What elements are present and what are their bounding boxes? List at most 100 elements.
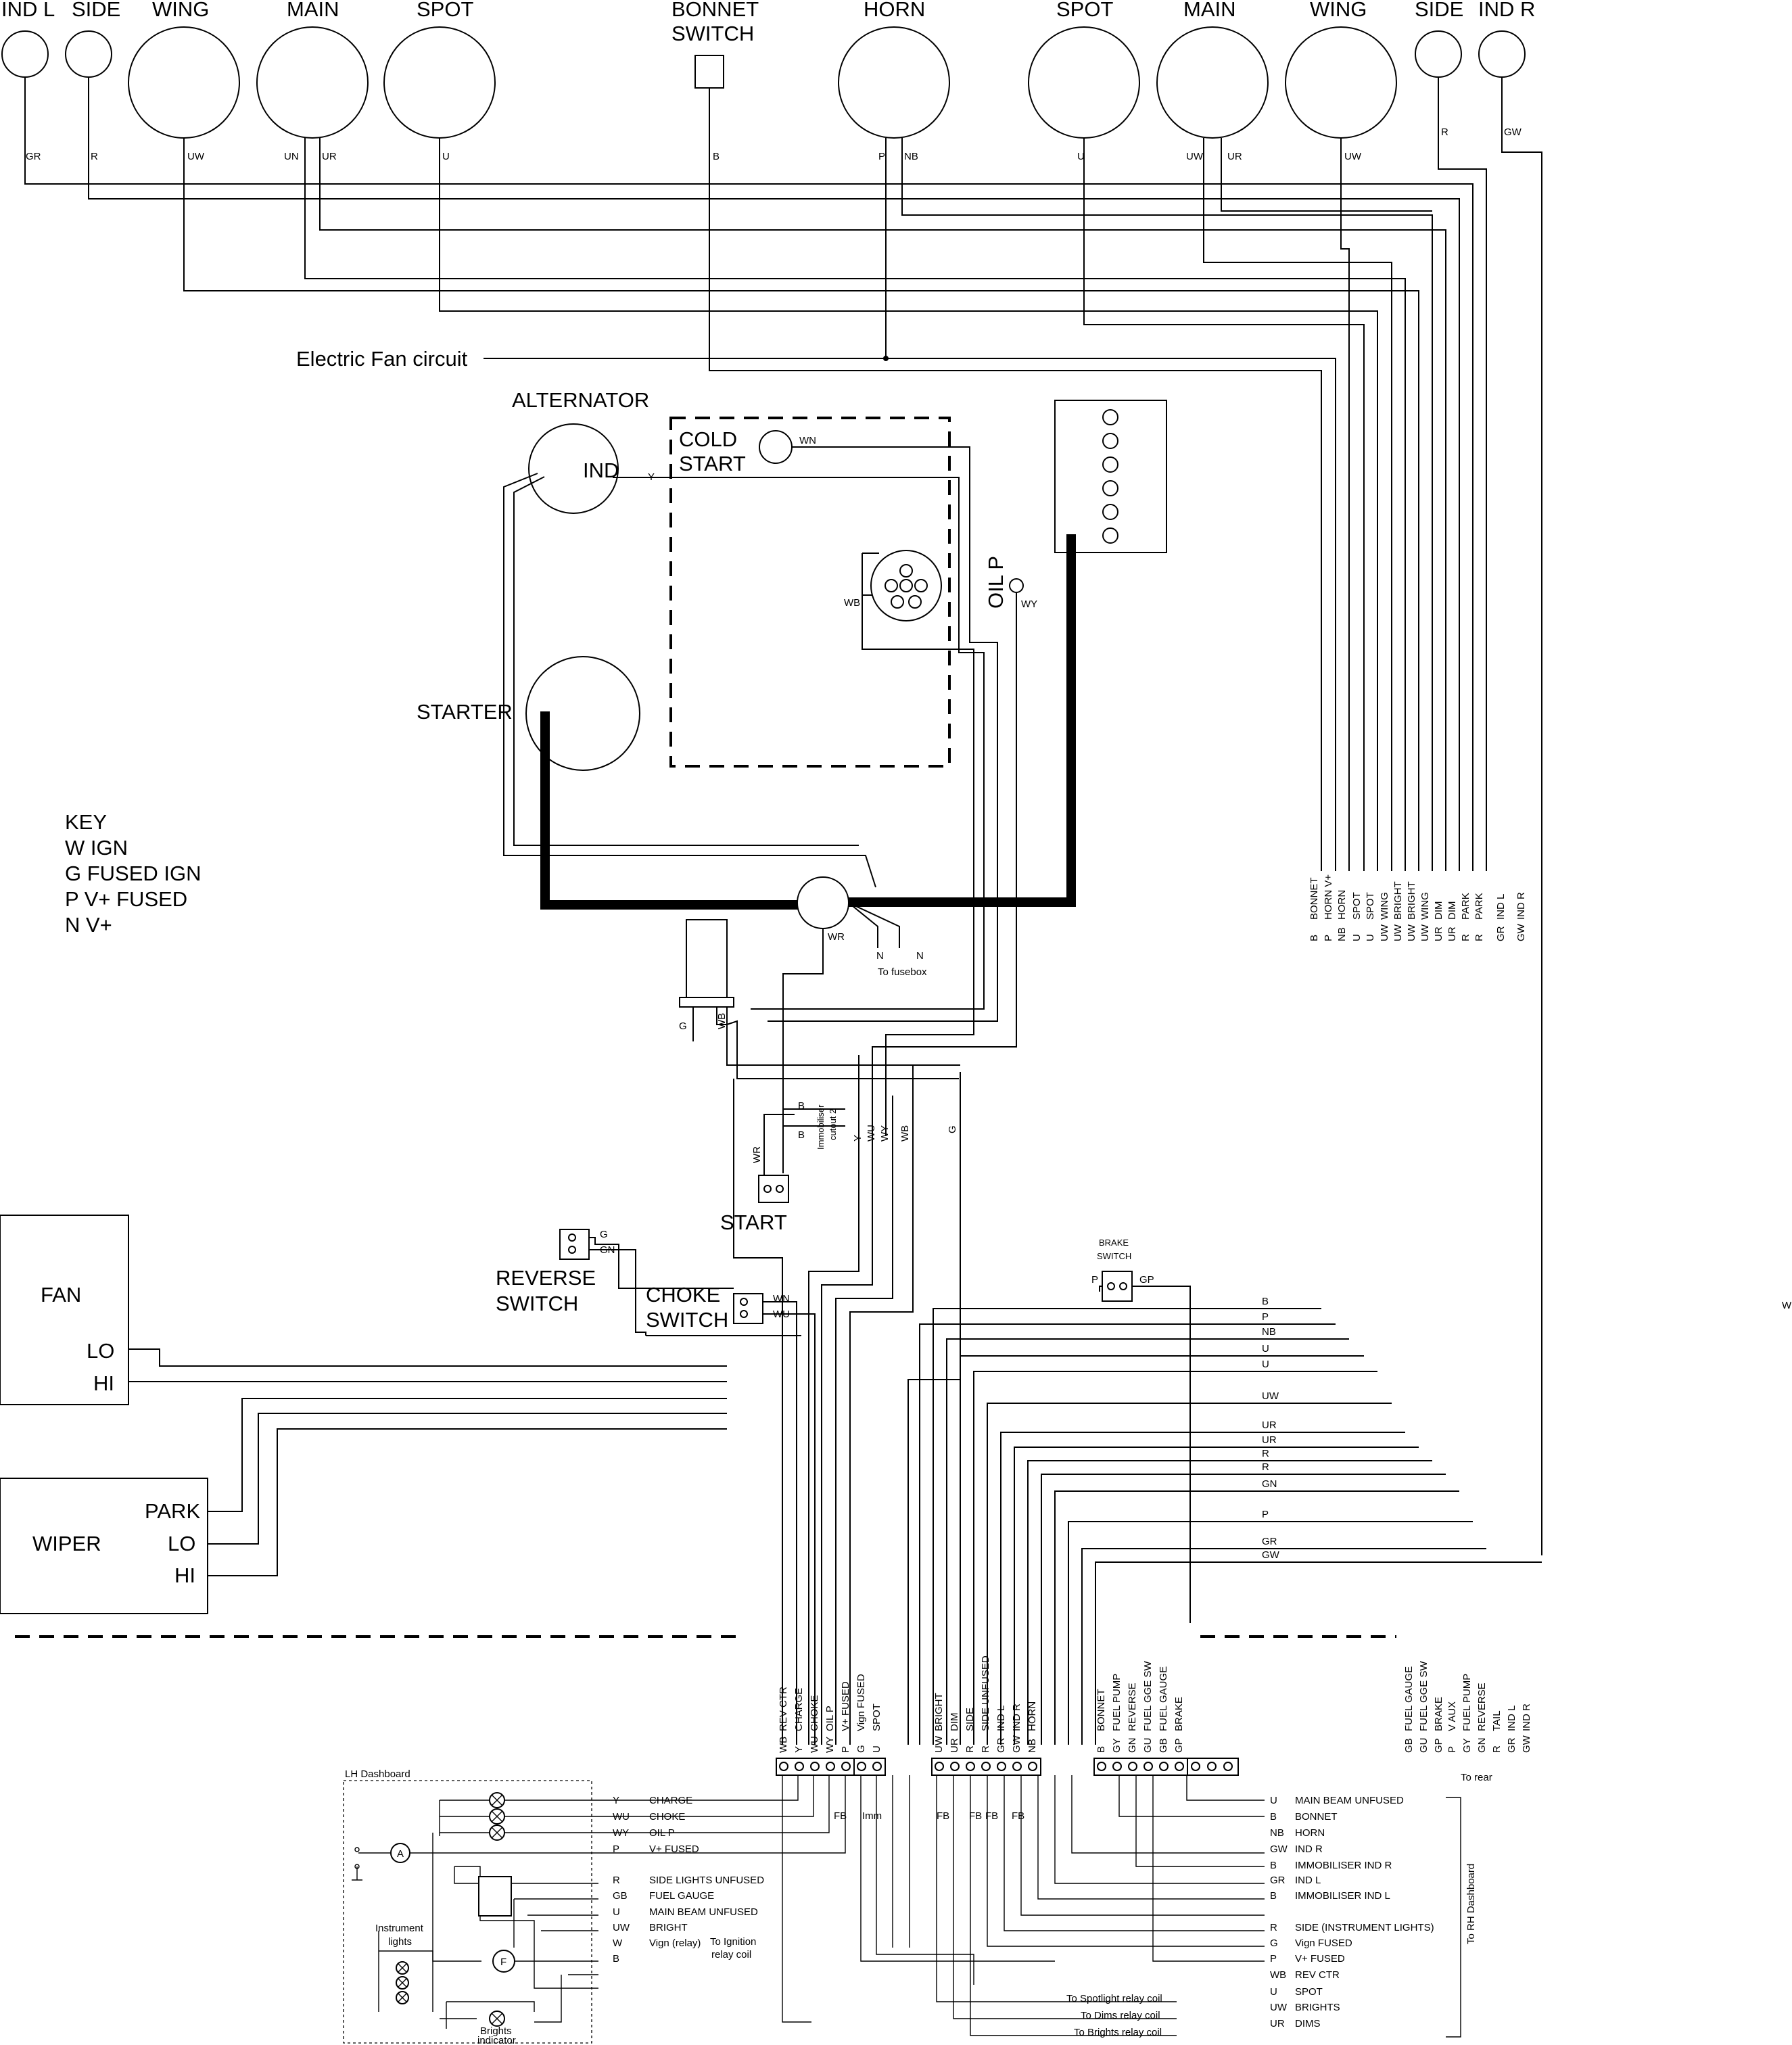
harness-wire-color: R [1473, 934, 1485, 941]
harness-wire-color: P [1323, 935, 1334, 941]
rh-wire-function: MAIN BEAM UNFUSED [1295, 1795, 1404, 1806]
ind-r-lamp [1478, 30, 1526, 78]
lh-wire-color: U [613, 1906, 620, 1918]
terminal-wire-color: R [964, 1745, 976, 1753]
harness-wire-function: HORN V+ [1323, 874, 1334, 920]
terminal [1128, 1762, 1137, 1771]
rear-wire-color: GR [1506, 1737, 1517, 1753]
brights-indicator-label-1: Brights [480, 2025, 512, 2037]
wire-label: WR [828, 931, 845, 943]
side-r-lamp [1415, 30, 1462, 78]
terminal-wire-function: HORN [1027, 1701, 1038, 1731]
lh-wire-color: GB [613, 1890, 628, 1902]
fan-motor: FAN LO HI [0, 1215, 129, 1405]
terminal-wire-color: GB [1158, 1738, 1169, 1753]
terminal-wire-function: REV CTR [778, 1687, 789, 1731]
wire-nb-horn [901, 138, 1433, 871]
wire-uw-main-r [1203, 138, 1392, 871]
wire-ur-main-r [1221, 138, 1432, 212]
harness-wire-function: IND R [1515, 892, 1527, 920]
terminal-wire-function: BRIGHT [933, 1693, 945, 1731]
lh-wire-function: MAIN BEAM UNFUSED [649, 1906, 758, 1918]
instrument-lights-label-2: lights [388, 1936, 412, 1948]
wire-gw-right [1501, 77, 1542, 1555]
trunk-wire-label: GW [1262, 1549, 1280, 1561]
terminal [810, 1762, 820, 1771]
harness-wire-color: U [1365, 934, 1376, 941]
wire-u-spot-r [1083, 138, 1365, 871]
horn [838, 26, 950, 139]
brake-switch-label-2: SWITCH [1097, 1251, 1131, 1261]
key-legend: KEY W IGN G FUSED IGN P V+ FUSED N V+ [65, 810, 202, 937]
fb-label: Imm [862, 1810, 882, 1822]
wire-wr-solenoid [782, 929, 824, 1173]
wire-label: U [442, 151, 450, 162]
key-line: G FUSED IGN [65, 862, 202, 885]
wing-r-label: WING [1310, 0, 1367, 21]
wire-alt-to-solenoid [503, 473, 876, 888]
rear-wire-color: GW [1521, 1735, 1532, 1753]
harness-wire-color: UR [1433, 926, 1444, 941]
relay-notes: To Spotlight relay coil To Dims relay co… [1066, 1993, 1162, 2038]
key-line: N V+ [65, 913, 112, 937]
front-lamps [1, 26, 1526, 139]
terminal [872, 1762, 882, 1771]
terminal-wire-function: IND L [995, 1706, 1007, 1731]
to-ign-relay-label-1: To Ignition [710, 1936, 756, 1948]
terminal-wire-color: GY [1111, 1738, 1123, 1753]
wing-l-label: WING [152, 0, 209, 21]
wire-wb-dist [862, 595, 974, 1136]
rh-wire-function: V+ FUSED [1295, 1953, 1345, 1965]
terminal-wire-color: UR [949, 1738, 960, 1753]
engine-bay: ALTERNATOR IND Y COLD START WN WB OIL P … [417, 388, 1167, 1173]
harness-wire-color: R [1460, 934, 1471, 941]
rear-wire-color: R [1491, 1745, 1503, 1753]
choke-switch-label-1: CHOKE [646, 1283, 720, 1307]
harness-wire-function: BONNET [1308, 877, 1320, 920]
rh-wire-function: IND L [1295, 1875, 1321, 1886]
terminal [1159, 1762, 1169, 1771]
trunk-wire [960, 1355, 1364, 1745]
main-r-lamp [1156, 26, 1269, 139]
terminal [1175, 1762, 1184, 1771]
wire-gr [24, 77, 1473, 871]
rh-wire-function: SPOT [1295, 1986, 1323, 1998]
trunk-wire-label: P [1262, 1509, 1269, 1520]
wire-label: WB [844, 597, 860, 609]
rear-wire-function: V AUX [1446, 1701, 1458, 1731]
fb-label: FB [1012, 1810, 1024, 1822]
terminal-blocks [776, 1758, 1239, 1776]
rear-wire-function: FUEL GAUGE [1403, 1666, 1415, 1731]
terminal-wire-color: WB [778, 1737, 789, 1753]
stray-w-label: W [1782, 1300, 1792, 1311]
to-ign-relay-label-2: relay coil [711, 1949, 751, 1960]
wiper-label: WIPER [32, 1532, 101, 1555]
choke-switch-label-2: SWITCH [646, 1308, 728, 1332]
terminal-wire-color: UW [933, 1735, 945, 1753]
terminal-wire-function: SIDE [964, 1708, 976, 1731]
wire-label: GP [1139, 1274, 1154, 1286]
lh-wire-color: R [613, 1875, 620, 1886]
rh-wire-color: R [1270, 1922, 1277, 1933]
to-fusebox-label: To fusebox [878, 966, 927, 978]
harness-wire-function: HORN [1336, 890, 1348, 920]
fan-label: FAN [41, 1283, 81, 1307]
harness-wire-color: B [1308, 935, 1320, 941]
immobiliser-label-2: cutout 2 [828, 1109, 838, 1140]
rh-wire-color: B [1270, 1811, 1277, 1823]
front-lamp-labels: IND L SIDE WING MAIN SPOT BONNET SWITCH … [1, 0, 1535, 45]
wire-b-bonnet [709, 88, 1322, 871]
wiper-hi-label: HI [174, 1564, 195, 1587]
terminal-wire-color: R [980, 1745, 991, 1753]
fb-labels: FB Imm FB FB FB FB [834, 1810, 1024, 1822]
rh-wire-color: GR [1270, 1875, 1286, 1886]
brake-switch-label-1: BRAKE [1099, 1238, 1129, 1248]
rear-wire-function: FUEL PUMP [1461, 1674, 1473, 1731]
terminal-wire-color: GP [1173, 1738, 1185, 1753]
terminal [1112, 1762, 1122, 1771]
alternator [528, 423, 619, 514]
trunk-wire-label: U [1262, 1359, 1269, 1370]
ignition-switch [686, 919, 728, 998]
